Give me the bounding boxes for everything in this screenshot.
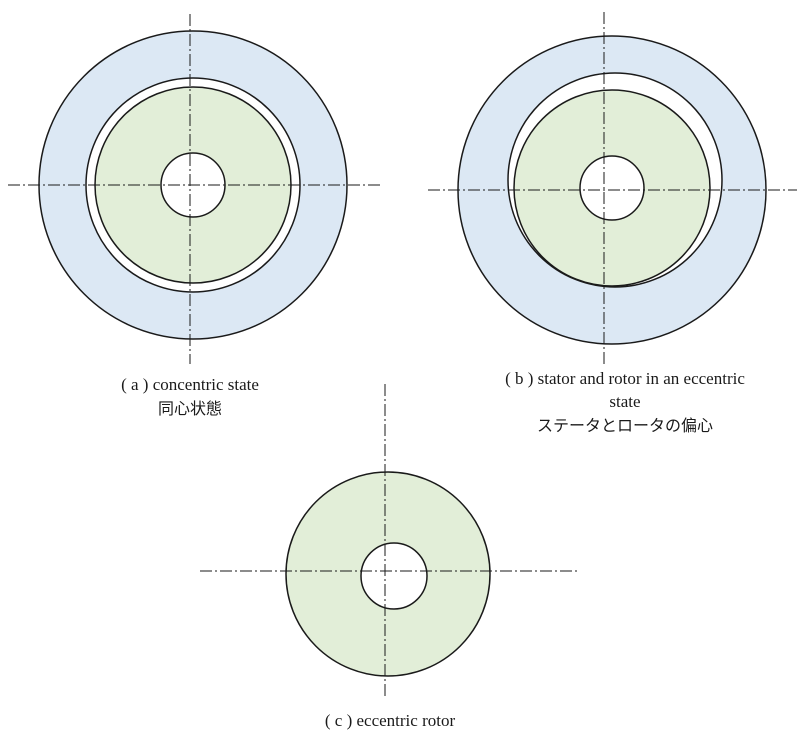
caption-b-english-line1: ( b ) stator and rotor in an eccentric [505, 369, 745, 388]
caption-b-english-line2: state [609, 392, 641, 411]
caption-b-japanese: ステータとロータの偏心 [536, 416, 713, 435]
caption-c-english: ( c ) eccentric rotor [324, 711, 456, 730]
caption-a-english: ( a ) concentric state [121, 375, 259, 394]
shaft-hole-c [360, 542, 428, 610]
diagram-a-concentric [8, 14, 380, 364]
shaft-hole-b [579, 155, 645, 221]
diagram-c-eccentric-rotor [200, 384, 577, 698]
caption-a-japanese: 同心状態 [157, 399, 222, 418]
diagram-b-eccentric-stator-rotor [428, 12, 797, 366]
